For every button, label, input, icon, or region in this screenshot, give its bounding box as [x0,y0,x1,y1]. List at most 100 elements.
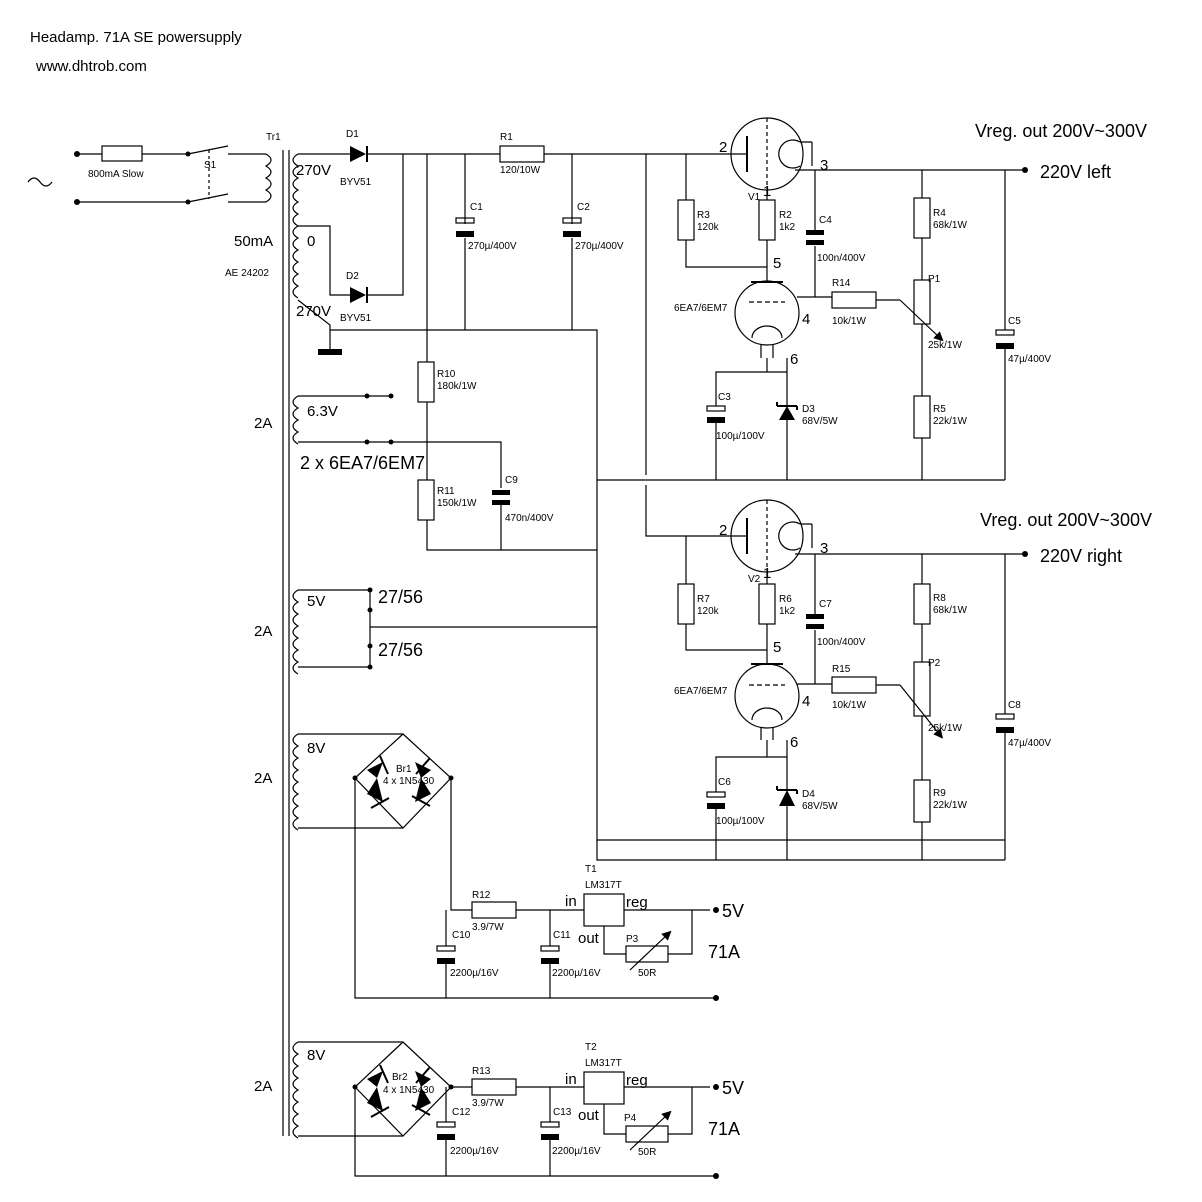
svg-text:5V: 5V [722,901,744,921]
svg-text:1k2: 1k2 [779,606,796,617]
ht-current: 50mA [234,233,273,250]
tube-lower-right-icon [734,663,800,729]
potentiometer-p4-icon [625,1125,669,1143]
heater-winding: 6.3V 2A 2 x 6EA7/6EM7 [254,393,425,473]
svg-text:C11: C11 [553,930,571,941]
svg-text:reg: reg [626,894,648,911]
svg-text:6.3V: 6.3V [307,403,338,420]
svg-text:C13: C13 [553,1107,572,1118]
svg-text:120k: 120k [697,222,720,233]
primary-coil-icon [264,153,272,203]
svg-text:27/56: 27/56 [378,640,423,660]
svg-text:out: out [578,1107,600,1124]
svg-text:R9: R9 [933,788,946,799]
svg-text:22k/1W: 22k/1W [933,416,967,427]
potentiometer-p1-icon [913,279,931,325]
svg-text:180k/1W: 180k/1W [437,381,477,392]
svg-text:R12: R12 [472,890,491,901]
transformer-core: Tr1 AE 24202 [225,132,290,1136]
svg-text:3.9/7W: 3.9/7W [472,1098,504,1109]
svg-text:P4: P4 [624,1113,637,1124]
svg-text:3: 3 [820,540,828,557]
svg-text:25k/1W: 25k/1W [928,340,962,351]
capacitor-c9: C9 470n/400V [391,441,554,550]
resistor-r11: R11 150k/1W [417,479,597,551]
svg-text:V1: V1 [748,192,761,203]
svg-text:100n/400V: 100n/400V [817,637,866,648]
svg-text:270µ/400V: 270µ/400V [468,241,517,252]
capacitor-c1: C1 270µ/400V [455,154,517,330]
regulator-t2-icon [583,1071,625,1105]
svg-text:5: 5 [773,255,781,272]
fuse-label: 800mA Slow [88,169,144,180]
svg-text:27/56: 27/56 [378,587,423,607]
ht-tap-top: 270V [296,162,331,179]
svg-text:BYV51: BYV51 [340,177,372,188]
svg-text:R4: R4 [933,208,946,219]
diode-d2: D2 BYV51 [340,271,372,324]
svg-text:270µ/400V: 270µ/400V [575,241,624,252]
svg-text:2200µ/16V: 2200µ/16V [552,968,601,979]
svg-text:10k/1W: 10k/1W [832,700,866,711]
svg-text:5V: 5V [722,1078,744,1098]
svg-text:P2: P2 [928,658,941,669]
svg-text:25k/1W: 25k/1W [928,723,962,734]
resistor-r10: R10 180k/1W [417,330,477,480]
filament-supply-2: 8V 2A Br2 4 x 1N5430 C12 2200µ/16V R13 3… [254,1041,744,1179]
svg-text:47µ/400V: 47µ/400V [1008,738,1051,749]
regulator-t1-icon [583,893,625,927]
svg-text:R2: R2 [779,210,792,221]
svg-text:Br1: Br1 [396,764,412,775]
heater-tube-label: 2 x 6EA7/6EM7 [300,453,425,473]
fuse-icon [101,145,143,162]
svg-text:10k/1W: 10k/1W [832,316,866,327]
vreg-right-title: Vreg. out 200V~300V [980,510,1152,530]
svg-text:C4: C4 [819,215,832,226]
svg-text:150k/1W: 150k/1W [437,498,477,509]
svg-text:R6: R6 [779,594,792,605]
svg-text:R5: R5 [933,404,946,415]
svg-text:2200µ/16V: 2200µ/16V [552,1146,601,1157]
transformer-label: Tr1 [266,132,281,143]
svg-text:P3: P3 [626,934,639,945]
svg-text:in: in [565,1071,577,1088]
output-right-label: 220V right [1040,546,1122,566]
svg-text:out: out [578,930,600,947]
svg-text:D3: D3 [802,404,815,415]
svg-text:C8: C8 [1008,700,1021,711]
potentiometer-p3-icon [625,945,669,963]
svg-text:R1: R1 [500,132,513,143]
svg-text:T1: T1 [585,864,597,875]
svg-text:50R: 50R [638,968,656,979]
filament-supply-1: 8V 2A Br1 4 x 1N5430 C10 2200µ/16V R12 3… [254,733,744,1001]
svg-text:D1: D1 [346,129,359,140]
svg-text:V2: V2 [748,574,761,585]
svg-text:68V/5W: 68V/5W [802,801,838,812]
svg-text:T2: T2 [585,1042,597,1053]
vreg-left-title: Vreg. out 200V~300V [975,121,1147,141]
svg-text:reg: reg [626,1072,648,1089]
svg-text:5V: 5V [307,593,325,610]
svg-text:47µ/400V: 47µ/400V [1008,354,1051,365]
svg-text:C3: C3 [718,392,731,403]
ht-tap-center: 0 [307,233,315,250]
diode-d1: D1 BYV51 [340,129,372,188]
svg-text:C5: C5 [1008,316,1021,327]
svg-text:R11: R11 [437,486,455,497]
svg-text:in: in [565,893,577,910]
svg-text:6: 6 [790,351,798,368]
svg-text:100µ/100V: 100µ/100V [716,816,765,827]
svg-text:Br2: Br2 [392,1072,408,1083]
svg-text:2A: 2A [254,1078,272,1095]
svg-text:68k/1W: 68k/1W [933,220,967,231]
svg-text:2A: 2A [254,415,272,432]
svg-text:120k: 120k [697,606,720,617]
svg-text:P1: P1 [928,274,941,285]
svg-text:100n/400V: 100n/400V [817,253,866,264]
svg-text:8V: 8V [307,1047,325,1064]
diagram-title: Headamp. 71A SE powersupply [30,29,242,46]
svg-text:2: 2 [719,522,727,539]
svg-text:2: 2 [719,139,727,156]
svg-text:LM317T: LM317T [585,880,622,891]
